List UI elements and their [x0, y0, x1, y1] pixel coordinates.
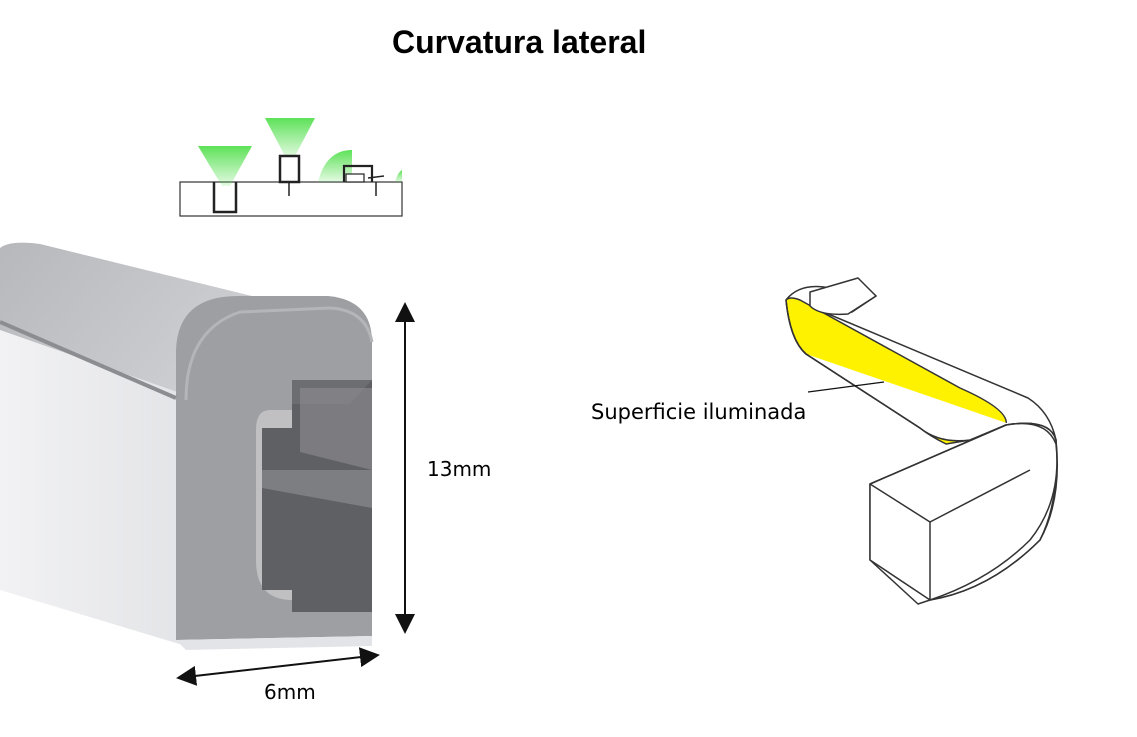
width-dimension-label: 6mm [264, 680, 316, 704]
illuminated-surface-label: Superficie iluminada [591, 400, 807, 424]
neon-profile-cross-section-icon [0, 242, 374, 650]
annotation-leader-line [807, 381, 885, 393]
lateral-bend-strip-icon [785, 277, 1059, 605]
page-title: Curvatura lateral [392, 24, 647, 60]
width-dimension-arrow [176, 647, 380, 686]
mounting-diagram-icon [179, 118, 403, 217]
height-dimension-label: 13mm [427, 457, 492, 481]
